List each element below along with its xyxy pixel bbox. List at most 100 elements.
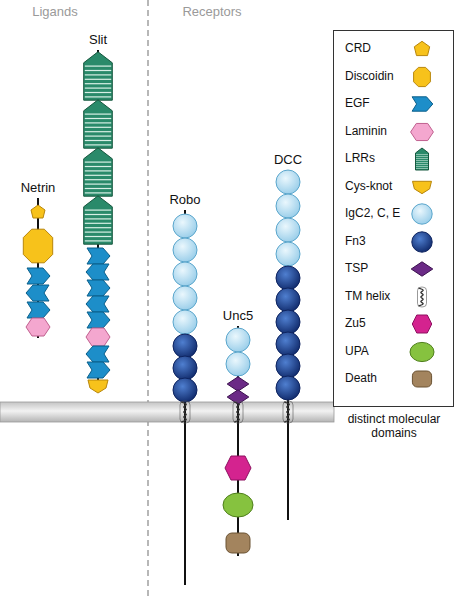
egf-domain	[86, 346, 109, 362]
legend-symbol	[404, 119, 440, 145]
lrr-stripe	[85, 122, 111, 123]
upa-domain	[410, 342, 434, 361]
legend-label: UPA	[345, 344, 369, 358]
legend-item: Laminin	[334, 119, 453, 145]
lrr-stripe	[85, 92, 111, 93]
laminin-domain	[26, 318, 50, 336]
tm-helix-outline	[180, 401, 190, 423]
legend-symbol-shape	[411, 123, 434, 140]
legend-symbol-shape	[412, 231, 432, 251]
lrr-stripe	[85, 113, 111, 114]
protein-name: Slit	[89, 32, 107, 47]
lrr-stripe	[85, 223, 111, 224]
egf-domain	[87, 312, 110, 328]
protein-illustration	[23, 198, 52, 338]
divider-line	[147, 0, 149, 600]
legend-symbol-shape	[412, 371, 431, 387]
legend-symbol-shape	[410, 342, 434, 361]
legend-symbol	[404, 284, 440, 310]
protein-name: Netrin	[21, 180, 56, 195]
protein-name: DCC	[274, 152, 302, 167]
legend-label: Death	[345, 371, 377, 385]
legend-label: CRD	[345, 41, 371, 55]
lrr-stripe	[85, 65, 111, 66]
lrr-domain	[84, 196, 113, 244]
lrr-stripe	[85, 79, 111, 80]
tsp-domain	[227, 377, 249, 391]
egf-domain	[27, 268, 50, 284]
legend-label: IgC2, C, E	[345, 206, 400, 220]
tsp-domain	[411, 262, 433, 276]
cys-knot-domain	[88, 380, 108, 393]
upa-domain	[223, 493, 253, 517]
legend-item: IgC2, C, E	[334, 201, 453, 227]
egf-domain	[26, 285, 49, 301]
lrr-stripe	[416, 168, 428, 169]
legend-symbol	[404, 339, 440, 365]
legend-symbol	[404, 36, 440, 62]
legend-symbol-shape	[411, 262, 433, 276]
ig-domain	[173, 310, 197, 334]
legend-item: Zu5	[334, 311, 453, 337]
egf-domain	[412, 97, 433, 111]
legend-symbol-shape	[416, 148, 429, 170]
lrr-domain	[416, 148, 429, 170]
fn3-domain	[412, 231, 432, 251]
tsp-domain	[227, 390, 249, 404]
lrr-stripe	[85, 236, 111, 237]
legend-label: EGF	[345, 96, 370, 110]
ig-domain	[412, 204, 432, 224]
legend-symbol	[404, 366, 440, 392]
tm-helix-outline	[418, 287, 427, 307]
legend-label: Zu5	[345, 316, 366, 330]
discoidin-domain	[414, 67, 431, 86]
legend-symbol-shape	[414, 67, 431, 86]
ig-domain	[173, 238, 197, 262]
legend-symbol-shape	[413, 181, 432, 193]
laminin-domain	[411, 123, 434, 140]
tm-helix	[418, 288, 423, 306]
lrr-stripe	[85, 87, 111, 88]
lrr-stripe	[85, 183, 111, 184]
legend-label: Cys-knot	[345, 179, 392, 193]
lrr-stripe	[85, 83, 111, 84]
tm-helix	[284, 402, 289, 422]
legend-item: TM helix	[334, 284, 453, 310]
laminin-domain	[86, 328, 110, 346]
lrr-stripe	[85, 188, 111, 189]
egf-domain	[27, 302, 50, 318]
legend-symbol-shape	[414, 41, 429, 55]
lrr-stripe	[416, 160, 428, 161]
lrr-stripe	[85, 214, 111, 215]
legend-item: Cys-knot	[334, 174, 453, 200]
legend-item: Discoidin	[334, 64, 453, 90]
legend-symbol	[404, 174, 440, 200]
egf-domain	[87, 280, 110, 296]
legend-symbol	[404, 201, 440, 227]
lrr-stripe	[85, 140, 111, 141]
legend-item: Death	[334, 366, 453, 392]
crd-domain	[414, 41, 429, 55]
egf-domain	[87, 248, 110, 264]
lrr-stripe	[416, 156, 428, 157]
ig-domain	[173, 262, 197, 286]
lrr-domain	[84, 100, 113, 148]
legend-caption: distinct molecular domains	[332, 412, 456, 440]
tm-helix-outline	[283, 401, 293, 423]
legend-symbol	[404, 229, 440, 255]
fn3-domain	[276, 332, 300, 356]
ig-domain	[276, 170, 300, 194]
legend-item: UPA	[334, 339, 453, 365]
legend-symbol	[404, 311, 440, 337]
legend-symbol	[404, 256, 440, 282]
legend-item: Fn3	[334, 229, 453, 255]
lrr-stripe	[85, 131, 111, 132]
lrr-stripe	[416, 164, 428, 165]
lrr-stripe	[85, 192, 111, 193]
legend-item: TSP	[334, 256, 453, 282]
legend-label: LRRs	[345, 151, 375, 165]
ig-domain	[226, 328, 250, 352]
section-heading: Ligands	[32, 4, 78, 19]
lrr-stripe	[85, 166, 111, 167]
